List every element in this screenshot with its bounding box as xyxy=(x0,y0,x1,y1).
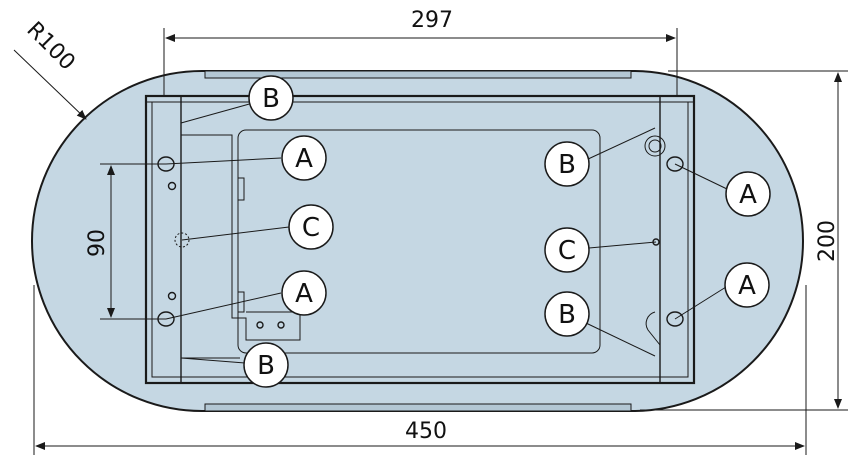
mounting-frame xyxy=(144,94,696,385)
leader-lines xyxy=(165,102,728,364)
dim-label-200: 200 xyxy=(815,220,840,262)
extension-lines xyxy=(33,28,848,455)
bottom-edge-strip xyxy=(204,403,632,412)
callout-b2: B xyxy=(243,342,289,388)
callout-a1: A xyxy=(281,135,327,181)
svg-text:A: A xyxy=(295,279,313,309)
inner-plate xyxy=(237,129,601,354)
callout-c2: C xyxy=(544,227,590,273)
svg-text:B: B xyxy=(558,150,576,180)
plate-outline xyxy=(31,70,804,412)
slot-hole xyxy=(666,156,684,172)
callout-c1: C xyxy=(288,204,334,250)
callout-a3: A xyxy=(725,171,771,217)
svg-text:A: A xyxy=(739,180,757,210)
callout-a2: A xyxy=(281,270,327,316)
dim-label-297: 297 xyxy=(411,8,453,33)
top-edge-strip xyxy=(204,70,632,79)
callout-b4: B xyxy=(544,291,590,337)
hidden-hole xyxy=(174,232,190,248)
svg-text:B: B xyxy=(257,351,275,381)
svg-text:B: B xyxy=(558,300,576,330)
dim-label-450: 450 xyxy=(405,419,447,444)
callout-b3: B xyxy=(544,141,590,187)
svg-text:B: B xyxy=(262,84,280,114)
radius-leader xyxy=(13,49,87,120)
svg-text:A: A xyxy=(295,144,313,174)
right-bracket xyxy=(644,135,666,346)
left-bracket xyxy=(167,134,301,341)
svg-text:A: A xyxy=(738,271,756,301)
svg-text:C: C xyxy=(302,213,320,243)
svg-text:C: C xyxy=(558,236,576,266)
callout-a4: A xyxy=(724,262,770,308)
slot-hole xyxy=(666,311,684,327)
radius-label: R100 xyxy=(22,17,80,75)
callout-b1: B xyxy=(248,75,294,121)
dim-label-90: 90 xyxy=(85,229,110,257)
